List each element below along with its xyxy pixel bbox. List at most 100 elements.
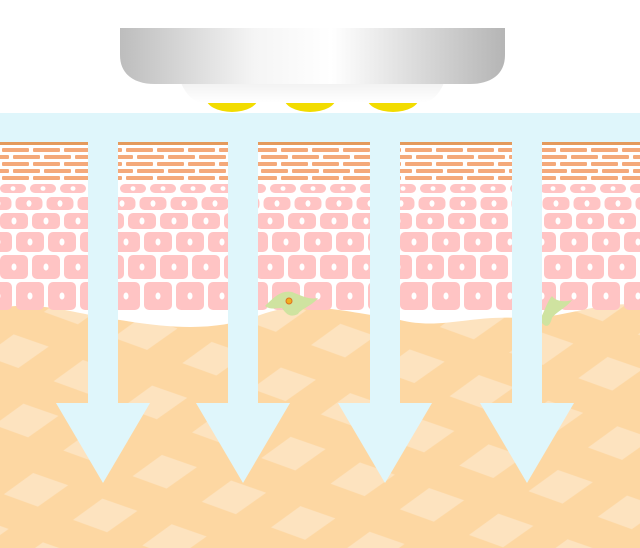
cell-nucleus — [59, 292, 65, 300]
keratin-brick — [64, 176, 91, 180]
device-body — [120, 28, 505, 84]
epidermal-cell — [630, 184, 640, 193]
cell-nucleus — [219, 292, 225, 300]
cell-nucleus — [331, 263, 337, 271]
cell-nucleus — [475, 292, 481, 300]
cell-nucleus — [26, 200, 32, 207]
keratin-brick — [2, 176, 29, 180]
cell-nucleus — [336, 200, 342, 207]
cell-nucleus — [619, 217, 625, 225]
cell-nucleus — [305, 200, 311, 207]
cell-nucleus — [315, 238, 321, 246]
keratin-brick — [199, 155, 226, 159]
keratin-brick — [188, 176, 215, 180]
cell-nucleus — [603, 292, 609, 300]
keratin-brick — [467, 148, 494, 152]
arrow-shaft — [370, 113, 400, 405]
cell-nucleus — [203, 263, 209, 271]
cell-nucleus — [427, 217, 433, 225]
melanocyte — [265, 291, 572, 326]
keratin-brick — [478, 155, 505, 159]
arrow-head — [338, 403, 432, 483]
keratin-brick — [633, 169, 640, 173]
keratin-brick — [281, 176, 308, 180]
cell-nucleus — [460, 200, 466, 207]
cell-nucleus — [267, 263, 273, 271]
keratin-brick — [416, 169, 443, 173]
cell-nucleus — [427, 263, 433, 271]
keratin-brick — [416, 155, 443, 159]
cell-nucleus — [187, 292, 193, 300]
cell-nucleus — [507, 238, 513, 246]
cell-nucleus — [459, 263, 465, 271]
keratin-brick — [560, 176, 587, 180]
keratin-brick — [64, 148, 91, 152]
keratin-brick — [44, 169, 71, 173]
cell-nucleus — [11, 217, 17, 225]
keratin-brick — [0, 169, 9, 173]
cell-nucleus — [119, 200, 125, 207]
cell-nucleus — [0, 293, 1, 299]
keratin-brick — [405, 162, 432, 166]
cell-nucleus — [587, 263, 593, 271]
keratin-brick — [622, 162, 640, 166]
keratin-brick — [633, 155, 640, 159]
keratin-brick — [292, 155, 319, 159]
cell-nucleus — [555, 263, 561, 271]
cell-nucleus — [635, 292, 640, 300]
keratin-brick — [44, 155, 71, 159]
cell-nucleus — [553, 200, 559, 207]
cell-nucleus — [491, 217, 497, 225]
cell-nucleus — [491, 200, 497, 207]
cell-nucleus — [411, 292, 417, 300]
cell-nucleus — [347, 238, 353, 246]
keratin-brick — [261, 169, 288, 173]
keratin-brick — [447, 169, 474, 173]
cell-nucleus — [139, 217, 145, 225]
cell-nucleus — [43, 217, 49, 225]
cell-nucleus — [347, 292, 353, 300]
keratin-brick — [540, 155, 567, 159]
cell-nucleus — [150, 200, 156, 207]
keratin-brick — [188, 162, 215, 166]
arrow-head — [480, 403, 574, 483]
cell-nucleus — [123, 238, 129, 246]
cell-nucleus — [615, 200, 621, 207]
keratin-brick — [64, 162, 91, 166]
keratin-brick — [281, 162, 308, 166]
keratin-brick — [571, 169, 598, 173]
keratin-brick — [591, 148, 618, 152]
device-base — [180, 80, 445, 103]
keratin-brick — [622, 148, 640, 152]
cell-nucleus — [491, 263, 497, 271]
keratin-brick — [540, 169, 567, 173]
keratin-brick — [168, 169, 195, 173]
keratin-brick — [199, 169, 226, 173]
keratin-brick — [478, 169, 505, 173]
cell-nucleus — [571, 292, 577, 300]
cell-nucleus — [283, 238, 289, 246]
arrow-head — [56, 403, 150, 483]
keratin-brick — [323, 169, 350, 173]
cell-nucleus — [340, 186, 346, 191]
epidermal-cell — [0, 197, 12, 210]
cell-nucleus — [75, 263, 81, 271]
arrow-shaft — [512, 113, 542, 405]
keratin-brick — [13, 155, 40, 159]
keratin-brick — [137, 155, 164, 159]
keratin-brick — [467, 162, 494, 166]
penetration-arrow — [338, 113, 432, 483]
cell-nucleus — [0, 201, 1, 206]
epidermal-cell — [624, 232, 640, 252]
light-beam — [0, 113, 640, 483]
arrow-shaft — [228, 113, 258, 405]
cell-nucleus — [459, 217, 465, 225]
cell-nucleus — [130, 186, 136, 191]
keratin-brick — [2, 162, 29, 166]
cell-nucleus — [603, 238, 609, 246]
cell-nucleus — [160, 186, 166, 191]
cell-nucleus — [171, 217, 177, 225]
keratin-brick — [281, 148, 308, 152]
skin-surface-line — [0, 142, 640, 145]
